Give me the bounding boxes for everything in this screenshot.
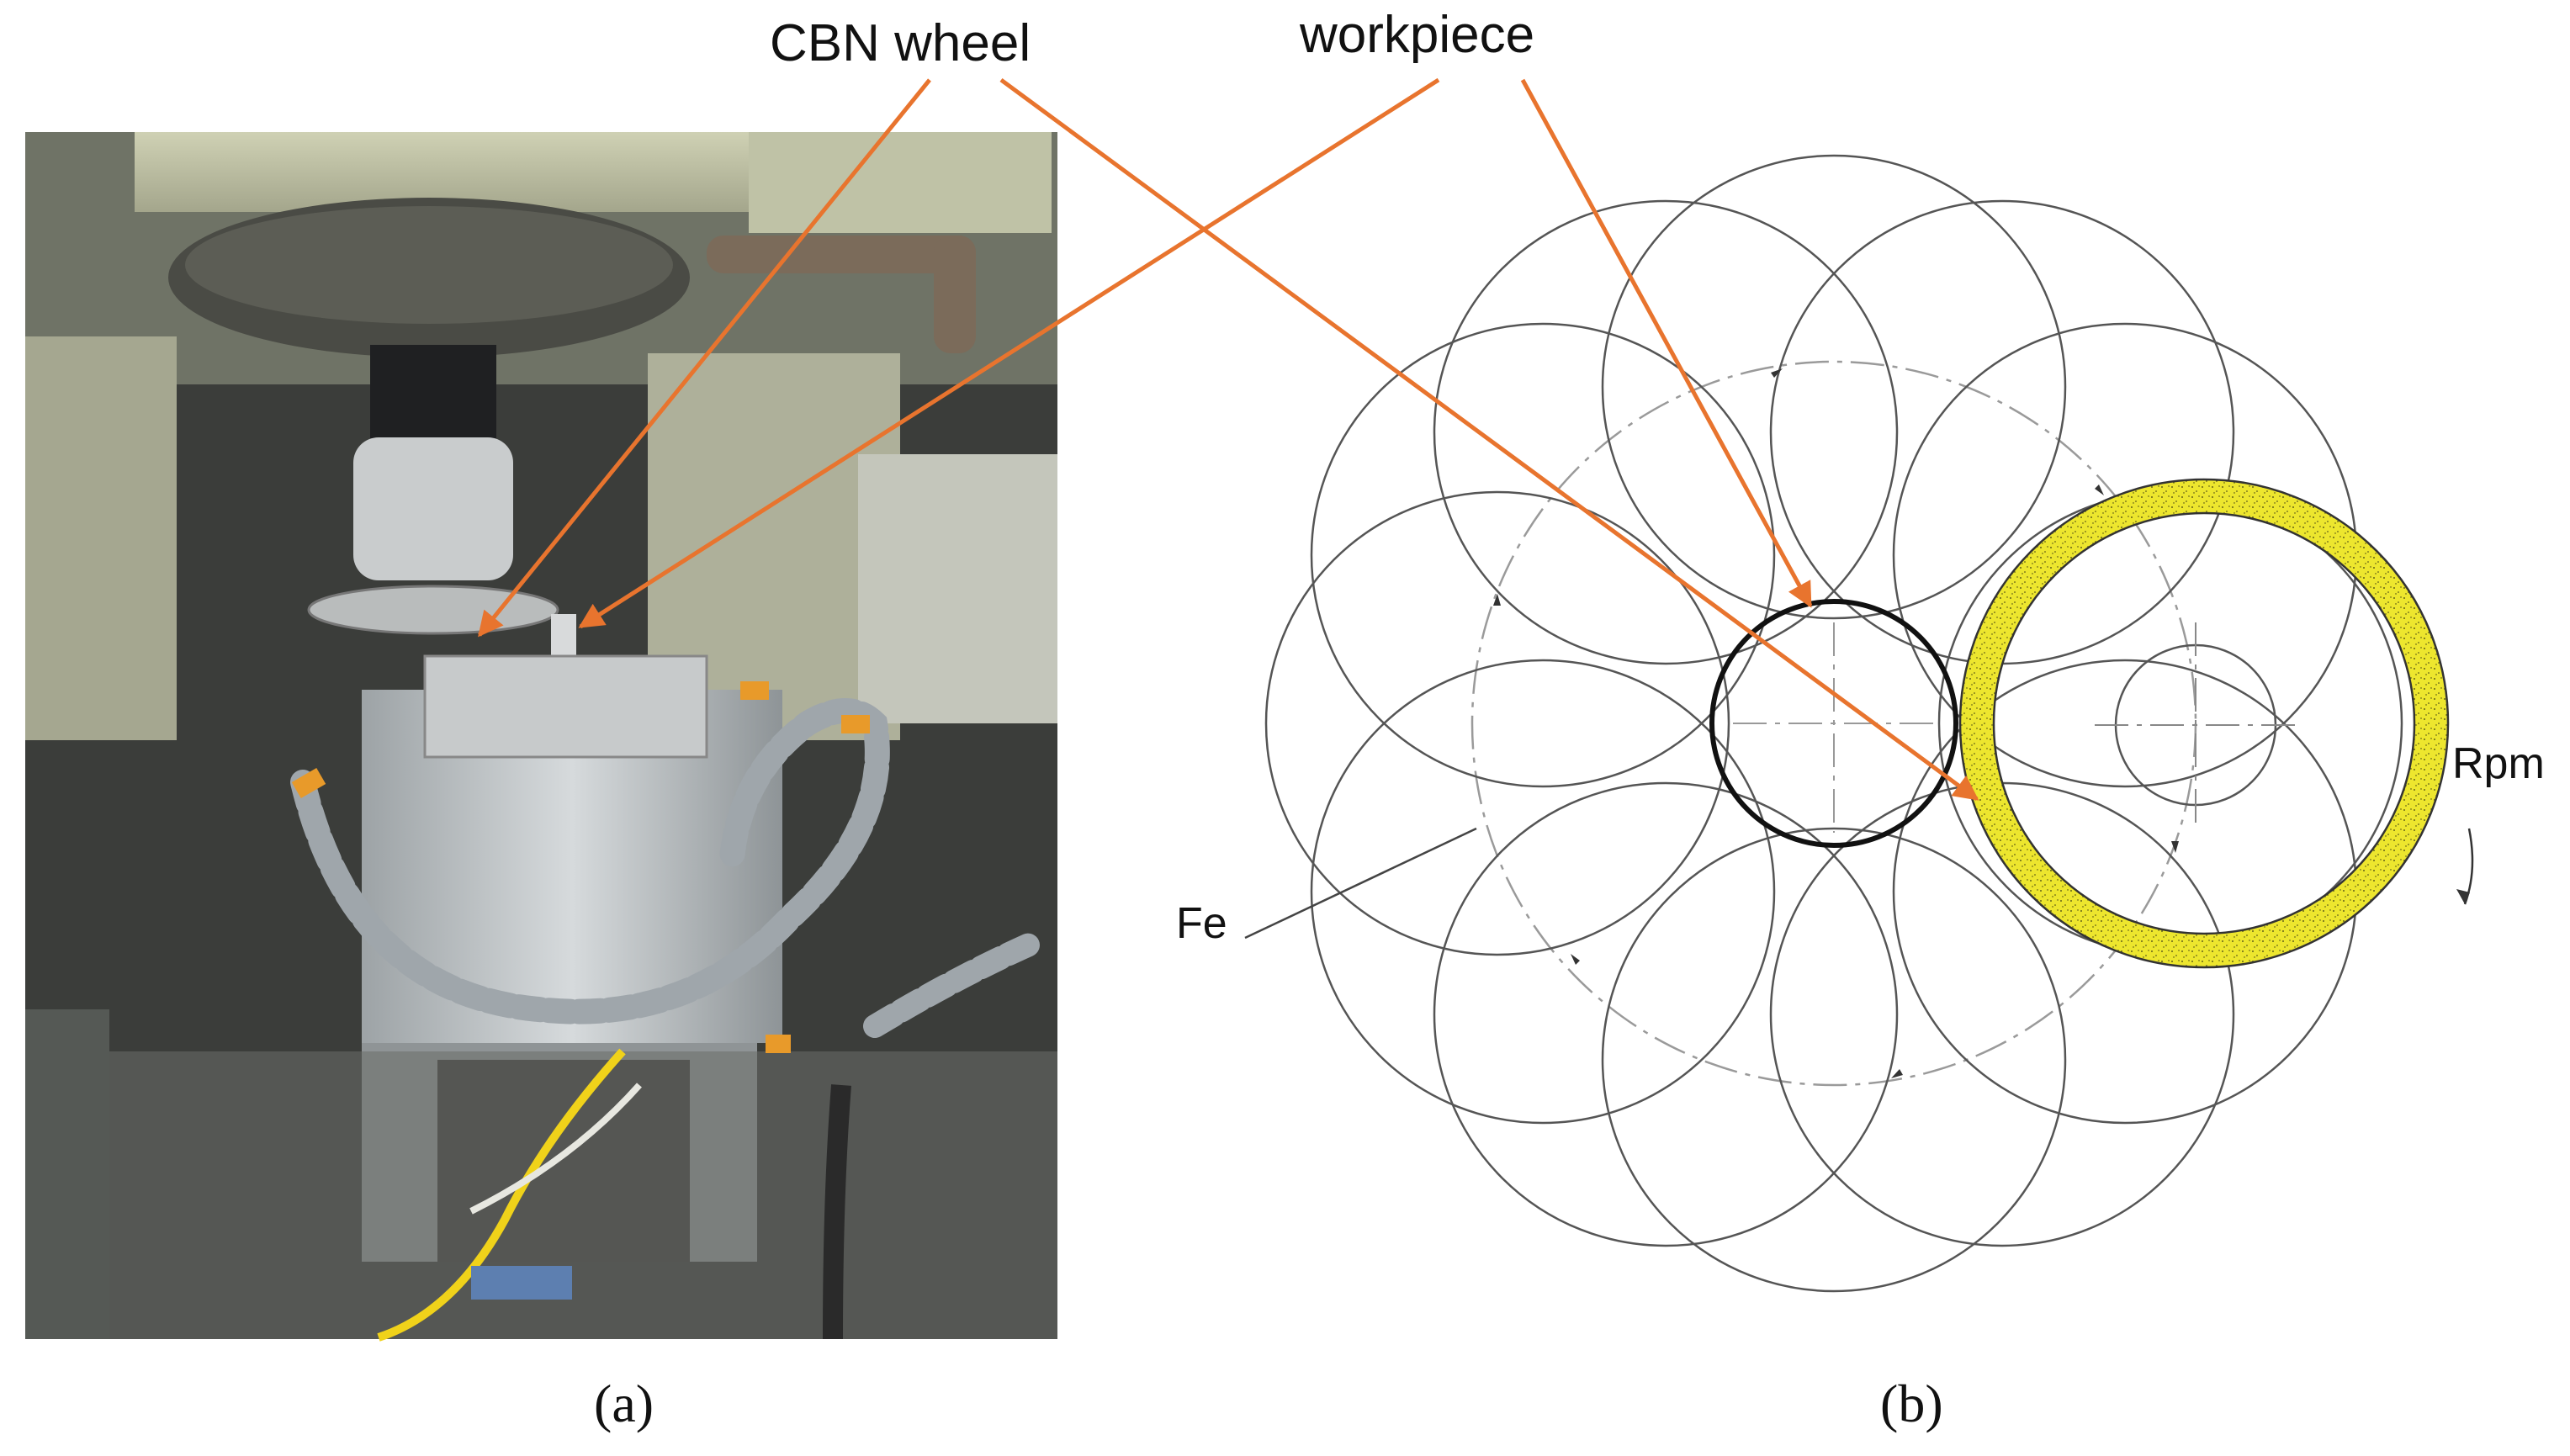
orbit-circle xyxy=(1264,490,1730,956)
orbit-circle xyxy=(1937,490,2403,956)
machine-photo xyxy=(25,132,1057,1342)
cbn-wheel-label: CBN wheel xyxy=(770,14,1031,72)
workpiece-arrow-to-diagram xyxy=(1520,78,1813,608)
caption-a: (a) xyxy=(594,1374,654,1433)
fe-label: Fe xyxy=(1176,899,1227,948)
trochoidal-path-diagram xyxy=(1244,154,2474,1293)
workpiece-circle xyxy=(1709,599,1958,848)
orbit-circle xyxy=(1433,781,1899,1247)
rpm-label: Rpm xyxy=(2452,739,2545,788)
orbit-circle xyxy=(1310,659,1776,1125)
cbn-wheel-ring xyxy=(1960,479,2448,967)
orbit-circle xyxy=(1310,322,1776,788)
orbit-circle xyxy=(1601,154,2067,620)
leader-arrows xyxy=(478,77,1979,802)
cbn-arrow-to-photo xyxy=(478,78,931,638)
orbit-circle xyxy=(1601,827,2067,1293)
caption-b: (b) xyxy=(1880,1374,1943,1433)
cbn-arrow-to-diagram xyxy=(999,77,1979,802)
orbit-circle xyxy=(1433,199,1899,665)
workpiece-arrow-to-photo xyxy=(578,77,1440,629)
fe-leader-line xyxy=(1244,827,1477,940)
workpiece-label: workpiece xyxy=(1299,6,1534,64)
